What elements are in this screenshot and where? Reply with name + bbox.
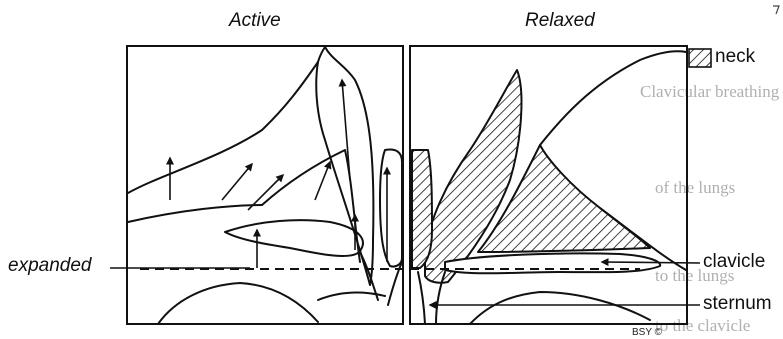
expanded-label: expanded xyxy=(8,255,91,277)
relaxed-drawing xyxy=(412,51,686,324)
relaxed-clavicle xyxy=(445,253,660,273)
active-drawing xyxy=(128,47,402,324)
relaxed-shoulder-line xyxy=(540,51,686,145)
active-rib-line xyxy=(318,293,385,300)
panel-title-relaxed: Relaxed xyxy=(525,10,595,32)
active-scm-muscle xyxy=(316,47,373,285)
active-panel-frame xyxy=(127,46,403,324)
sternum-label: sternum xyxy=(703,293,772,315)
up-arrow-icon xyxy=(315,162,330,200)
relaxed-neck-center xyxy=(412,150,432,268)
relaxed-thorax-curve xyxy=(470,292,650,324)
credit-mark: BSY © xyxy=(632,327,662,339)
active-sternum-lines xyxy=(360,252,402,305)
clavicle-label: clavicle xyxy=(703,251,765,273)
active-scalene-outline xyxy=(128,62,318,193)
hatch-swatch-icon xyxy=(689,49,711,67)
up-arrow-icon xyxy=(222,164,252,200)
panel-title-active: Active xyxy=(229,10,281,32)
active-arrows xyxy=(170,80,387,268)
active-lower-fan xyxy=(128,205,262,222)
active-cervical-segment xyxy=(380,150,402,267)
active-clavicle xyxy=(225,220,363,256)
corner-tick xyxy=(773,6,779,14)
legend-neck-label: neck xyxy=(715,46,755,68)
up-arrow-icon xyxy=(342,80,350,180)
pointer-arrow-icon xyxy=(602,262,700,263)
active-thorax-curve xyxy=(158,283,318,324)
